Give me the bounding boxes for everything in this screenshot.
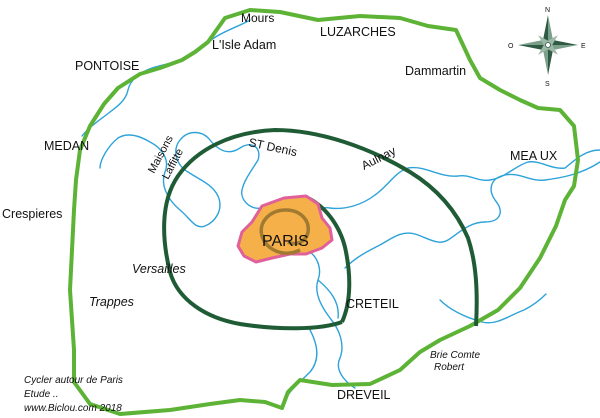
place-versailles: Versailles [132, 262, 186, 276]
compass-o: O [508, 43, 514, 50]
place-paris: PARIS [262, 233, 309, 250]
middle-cycling-route [162, 128, 479, 331]
place-crespieres: Crespieres [2, 207, 62, 221]
inner-cycling-route [307, 196, 352, 323]
compass-s: S [545, 81, 550, 88]
river-yerres [439, 293, 547, 324]
paris-peripherique [259, 208, 310, 255]
place-dammartin: Dammartin [405, 64, 466, 78]
place-brie-comte: Brie Comte [430, 350, 480, 361]
place-luzarches: LUZARCHES [320, 25, 396, 39]
place-medan: MEDAN [44, 139, 89, 153]
credit-line-2: Etude .. [24, 389, 58, 400]
credit-line-1: Cycler autour de Paris [24, 375, 123, 386]
river-oise [81, 19, 251, 137]
compass-e: E [581, 43, 586, 50]
place-meaux: MEA UX [510, 149, 558, 163]
compass-n: N [545, 7, 550, 14]
outer-cycling-route [68, 8, 580, 416]
place-creteil: CRETEIL [346, 297, 399, 311]
place-st-denis: ST Denis [247, 135, 298, 159]
place-pontoise: PONTOISE [75, 59, 139, 73]
credit-line-3: www.Biclou.com 2018 [24, 403, 122, 414]
place-trappes: Trappes [89, 295, 134, 309]
river-seine [298, 149, 600, 389]
paris-area [236, 194, 334, 264]
river-marne [344, 161, 600, 269]
river-seine-west [99, 131, 303, 228]
place-robert: Robert [434, 362, 465, 373]
place-dreveil: DREVEIL [337, 388, 391, 402]
place-mours: Mours [241, 11, 274, 25]
place-lisle-adam: L'Isle Adam [212, 38, 276, 52]
compass-rose-icon: N S E O [508, 7, 586, 88]
